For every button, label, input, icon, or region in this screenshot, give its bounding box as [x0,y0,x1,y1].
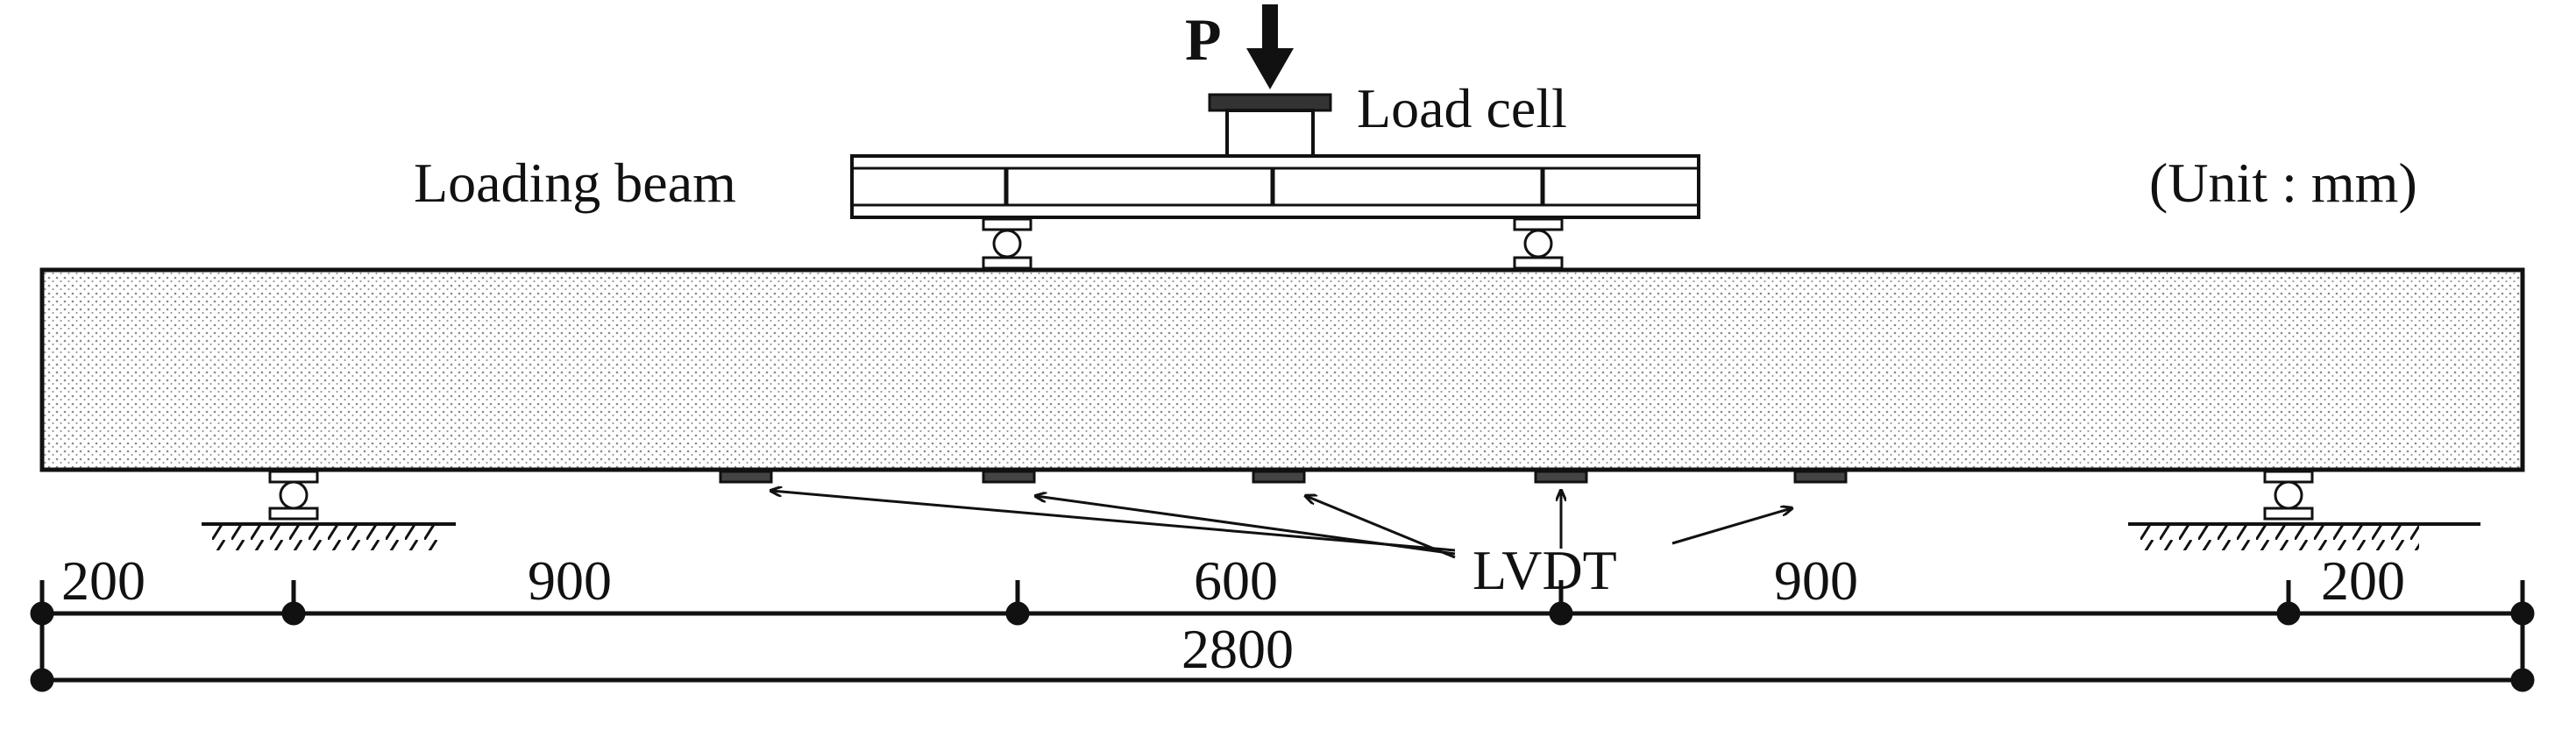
lvdt-sensor [1252,470,1306,484]
support-left [202,470,456,550]
dimension-label: 900 [1774,549,1858,612]
dimension-label: 200 [2321,549,2405,612]
dimension-label: 900 [528,549,612,612]
dimension-label: 200 [61,549,145,612]
lvdt-sensors [719,470,1848,484]
lvdt-pointer-arrows [771,491,1792,559]
lvdt-sensor [982,470,1036,484]
load-cell-label: Load cell [1357,77,1567,139]
load-label: P [1185,6,1222,73]
specimen-beam [39,267,2525,472]
loading-beam [850,154,1700,219]
lvdt-label: LVDT [1473,539,1617,601]
loading-roller-left [982,217,1033,270]
dimension-lines [30,580,2535,692]
dimension-label: 600 [1194,549,1278,612]
load-cell [1208,93,1332,158]
total-length-label: 2800 [1182,618,1294,680]
lvdt-sensor [1534,470,1588,484]
load-arrow [1246,4,1294,89]
loading-roller-right [1513,217,1564,270]
unit-label: (Unit : mm) [2149,152,2417,214]
support-right [2128,470,2480,550]
lvdt-sensor [719,470,773,484]
lvdt-sensor [1793,470,1848,484]
loading-beam-label: Loading beam [414,152,736,214]
